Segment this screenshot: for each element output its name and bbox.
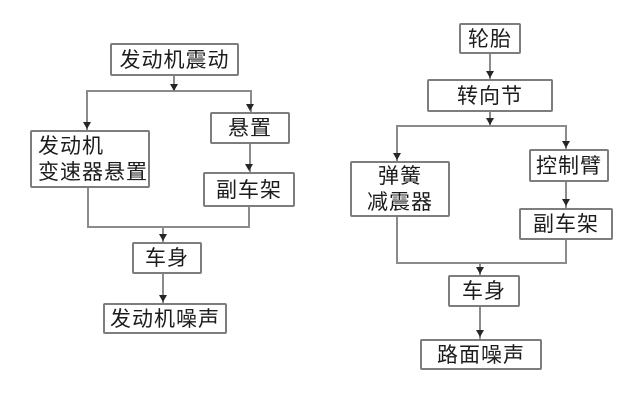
connector-line bbox=[565, 182, 567, 208]
connector-line bbox=[249, 144, 251, 172]
node-engine-noise: 发动机噪声 bbox=[103, 303, 227, 334]
node-label: 副车架 bbox=[533, 212, 599, 236]
node-label: 弹簧 减震器 bbox=[367, 164, 433, 214]
connector-line bbox=[87, 226, 250, 228]
connector-line bbox=[173, 76, 175, 91]
node-subframe-left: 副车架 bbox=[203, 172, 295, 207]
arrowhead-down-icon bbox=[159, 234, 167, 241]
connector-line bbox=[396, 125, 567, 127]
connector-line bbox=[396, 217, 398, 264]
connector-line bbox=[86, 90, 88, 130]
node-label: 控制臂 bbox=[536, 153, 602, 178]
arrowhead-down-icon bbox=[393, 153, 401, 160]
arrowhead-down-icon bbox=[246, 104, 254, 111]
arrowhead-down-icon bbox=[486, 118, 494, 125]
node-body-right: 车身 bbox=[448, 275, 520, 307]
arrowhead-down-icon bbox=[476, 330, 484, 337]
node-road-noise: 路面噪声 bbox=[420, 339, 542, 370]
connector-line bbox=[565, 240, 567, 264]
connector-line bbox=[248, 207, 250, 228]
connector-line bbox=[489, 54, 491, 79]
arrowhead-down-icon bbox=[170, 84, 178, 91]
node-tire: 轮胎 bbox=[459, 23, 521, 54]
connector-line bbox=[565, 125, 567, 149]
arrowhead-down-icon bbox=[486, 71, 494, 78]
node-body-left: 车身 bbox=[132, 242, 202, 274]
arrowhead-down-icon bbox=[562, 141, 570, 148]
node-label: 发动机噪声 bbox=[110, 306, 220, 331]
node-control-arm: 控制臂 bbox=[529, 149, 609, 182]
arrowhead-down-icon bbox=[83, 122, 91, 129]
node-label: 副车架 bbox=[216, 177, 282, 202]
connector-line bbox=[479, 307, 481, 339]
connector-line bbox=[250, 90, 252, 112]
node-label: 车身 bbox=[145, 246, 189, 270]
node-spring-damper: 弹簧 减震器 bbox=[350, 161, 450, 217]
connector-line bbox=[87, 188, 89, 228]
arrowhead-down-icon bbox=[245, 164, 253, 171]
node-label: 轮胎 bbox=[468, 26, 512, 51]
arrowhead-down-icon bbox=[159, 295, 167, 302]
node-label: 车身 bbox=[462, 279, 506, 303]
node-mount: 悬置 bbox=[210, 112, 290, 144]
connector-line bbox=[396, 125, 398, 161]
node-label: 悬置 bbox=[228, 116, 272, 140]
node-engine-vibration: 发动机震动 bbox=[110, 43, 239, 76]
node-engine-transmission-mount: 发动机 变速器悬置 bbox=[30, 130, 150, 188]
arrowhead-down-icon bbox=[476, 267, 484, 274]
connector-line bbox=[87, 90, 252, 92]
node-steering-knuckle: 转向节 bbox=[427, 79, 553, 112]
connector-line bbox=[162, 274, 164, 303]
connector-line bbox=[396, 262, 567, 264]
arrowhead-down-icon bbox=[562, 199, 570, 206]
node-label: 转向节 bbox=[457, 83, 523, 108]
node-subframe-right: 副车架 bbox=[519, 208, 613, 240]
node-label: 发动机震动 bbox=[119, 47, 230, 72]
node-label: 发动机 变速器悬置 bbox=[38, 134, 148, 184]
node-label: 路面噪声 bbox=[437, 342, 525, 367]
